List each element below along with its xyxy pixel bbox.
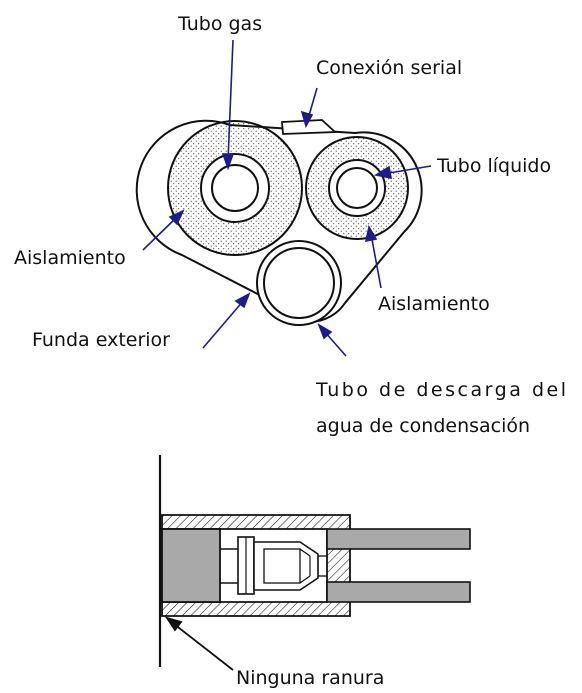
arrow-ninguna-ranura <box>164 616 234 671</box>
fitting-section <box>158 455 471 671</box>
label-tubo-descarga-line2: agua de condensación <box>316 415 530 437</box>
arrow-tubo-descarga <box>317 323 347 357</box>
arrow-funda-exterior <box>202 292 251 349</box>
label-aislamiento-right: Aislamiento <box>378 293 490 315</box>
drain-tube-assembly <box>256 240 342 326</box>
arrow-aislamiento-right <box>364 224 382 289</box>
label-ninguna-ranura: Ninguna ranura <box>236 667 384 689</box>
label-tubo-liquido: Tubo líquido <box>436 155 551 177</box>
arrow-aislamiento-left <box>142 209 185 251</box>
arrow-tubo-gas <box>221 39 235 171</box>
label-aislamiento-left: Aislamiento <box>14 247 126 269</box>
label-tubo-descarga-line1: Tubo de descarga del <box>315 379 566 401</box>
inner-gray-block <box>161 528 221 603</box>
liquid-tube-assembly <box>305 136 409 240</box>
label-tubo-gas: Tubo gas <box>177 13 262 35</box>
label-conexion-serial: Conexión serial <box>316 57 462 79</box>
flare-inner-box <box>263 548 301 584</box>
arrow-tubo-liquido <box>373 165 432 180</box>
liquid-tube-inner <box>336 167 378 209</box>
gas-tube-assembly <box>167 120 303 256</box>
arrow-conexion-serial <box>300 87 318 129</box>
drain-tube-inner <box>263 247 335 319</box>
pipe-wall-top <box>326 528 471 550</box>
cable-cross-section <box>135 119 423 326</box>
pipe-wall-bottom <box>326 581 471 603</box>
gas-tube-inner <box>211 164 259 212</box>
pointer-arrows <box>142 39 432 357</box>
label-funda-exterior: Funda exterior <box>32 329 170 351</box>
